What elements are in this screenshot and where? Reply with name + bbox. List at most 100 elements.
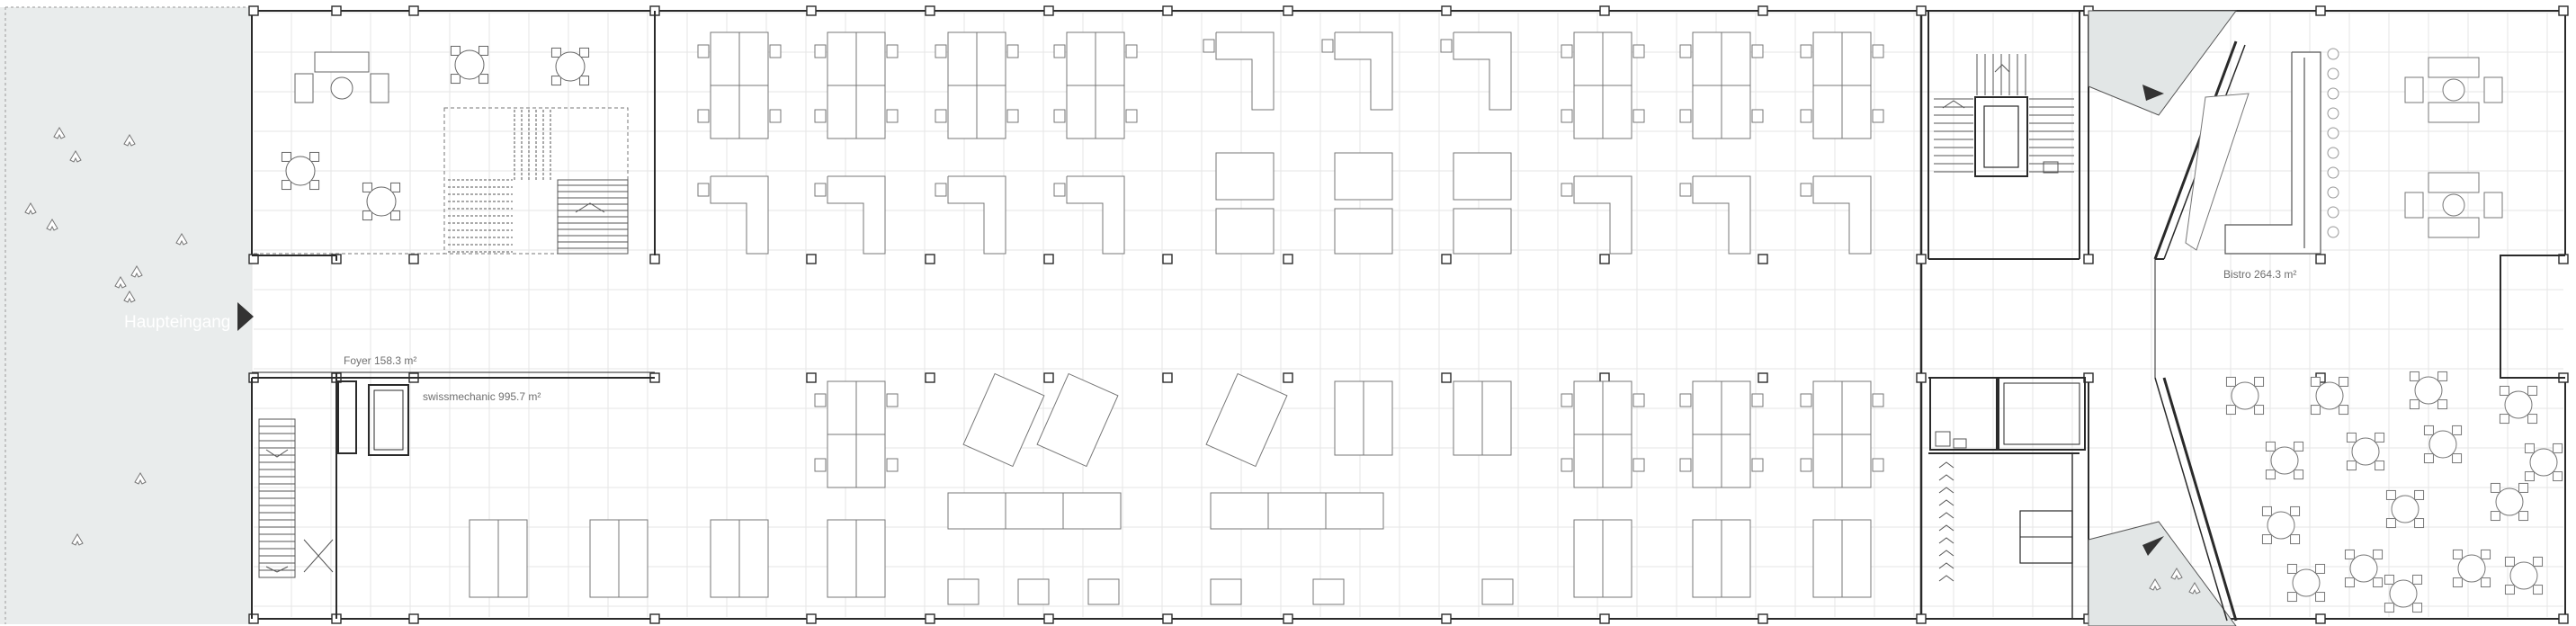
exterior-plaza — [0, 7, 252, 624]
column-marker — [2558, 613, 2569, 624]
corner-desk — [1453, 31, 1512, 111]
bistro-table — [2442, 78, 2465, 102]
desk-chair — [1632, 393, 1645, 407]
bistro-chair — [2533, 585, 2544, 595]
door-swing — [1938, 562, 1954, 569]
chair — [362, 182, 372, 192]
column-marker — [1599, 254, 1610, 264]
column-marker — [806, 5, 817, 16]
foyer-walls — [251, 11, 656, 619]
column-marker — [1162, 254, 1173, 264]
column-marker — [1599, 613, 1610, 624]
bar-stool — [2327, 127, 2339, 139]
column-marker — [1043, 372, 1054, 383]
round-table — [454, 49, 485, 80]
desk-chair — [1561, 183, 1573, 197]
person-figure-icon — [123, 291, 136, 303]
desk — [1005, 492, 1064, 530]
column-marker — [925, 613, 935, 624]
bistro-table — [2529, 448, 2558, 477]
bistro-chair — [2265, 441, 2276, 452]
chair — [281, 151, 291, 162]
bistro-table — [2457, 554, 2486, 583]
desk — [1453, 152, 1512, 201]
desk-chair — [886, 44, 899, 58]
desk — [1481, 578, 1514, 605]
column-marker — [248, 613, 259, 624]
door-swing — [1938, 575, 1954, 582]
core-right — [1928, 11, 2086, 619]
bistro-table — [2414, 376, 2443, 405]
armchair — [370, 73, 389, 103]
person-figure-icon — [114, 276, 127, 289]
person-figure-icon — [53, 127, 66, 139]
column-marker — [806, 613, 817, 624]
door-swing — [1938, 487, 1954, 494]
fixture — [1935, 431, 1951, 447]
chair — [450, 45, 461, 56]
column-marker — [1162, 5, 1173, 16]
office-label: swissmechanic 995.7 m² — [423, 390, 541, 403]
bistro-chair — [2524, 471, 2535, 482]
desk-chair — [1632, 109, 1645, 123]
bistro-chair — [2490, 511, 2500, 522]
desk — [947, 578, 979, 605]
desk-chair — [1679, 109, 1692, 123]
desk-chair — [1751, 44, 1764, 58]
bistro-chair — [2344, 577, 2355, 588]
bistro-chair — [2452, 577, 2463, 588]
bistro-chair — [2384, 574, 2394, 585]
bistro-table — [2231, 381, 2259, 410]
desk-chair — [886, 393, 899, 407]
column-marker — [408, 613, 419, 624]
chair — [479, 74, 489, 85]
stair-landing — [2043, 161, 2059, 174]
desk-chair — [935, 109, 947, 123]
desk-chair — [886, 458, 899, 472]
desk — [1453, 208, 1512, 255]
person-figure-icon — [130, 265, 143, 278]
desk-chair — [697, 183, 710, 197]
column-marker — [1758, 372, 1768, 383]
chair — [362, 210, 372, 221]
column-marker — [2315, 5, 2326, 16]
column-marker — [1441, 372, 1452, 383]
desk-chair — [1053, 109, 1066, 123]
desk-chair — [1125, 109, 1138, 123]
bistro-chair — [2346, 432, 2357, 443]
corner-desk — [827, 175, 886, 255]
bistro-chair — [2481, 549, 2491, 559]
angled-desk — [1036, 372, 1119, 468]
bistro-chair — [2524, 443, 2535, 453]
corner-desk — [1215, 31, 1275, 111]
bistro-chair — [2265, 470, 2276, 480]
bistro-bench — [2428, 172, 2480, 193]
bistro-chair — [2225, 405, 2236, 416]
column-marker — [1441, 613, 1452, 624]
desk-chair — [1125, 44, 1138, 58]
bistro-table — [2349, 554, 2378, 583]
bistro-chair — [2412, 603, 2423, 613]
stair-direction — [1994, 64, 2010, 73]
desk — [1334, 208, 1393, 255]
desk-chair — [1053, 44, 1066, 58]
chair — [390, 182, 401, 192]
round-table — [285, 156, 316, 186]
bar-stool — [2327, 206, 2339, 219]
armchair — [294, 73, 314, 103]
desk-chair — [1561, 393, 1573, 407]
desk — [1267, 492, 1327, 530]
bistro-table — [2504, 390, 2533, 419]
workstation-desks — [469, 31, 1884, 605]
stair-direction — [265, 449, 289, 458]
desk-chair — [1679, 44, 1692, 58]
desk-chair — [814, 458, 827, 472]
chair — [450, 74, 461, 85]
bistro-chair — [2404, 192, 2424, 219]
desk-chair — [1561, 109, 1573, 123]
bistro-chair — [2339, 376, 2349, 387]
upper-void — [254, 107, 629, 255]
bistro-chair — [2346, 461, 2357, 471]
bistro-table — [2495, 487, 2524, 516]
chair — [579, 47, 590, 58]
